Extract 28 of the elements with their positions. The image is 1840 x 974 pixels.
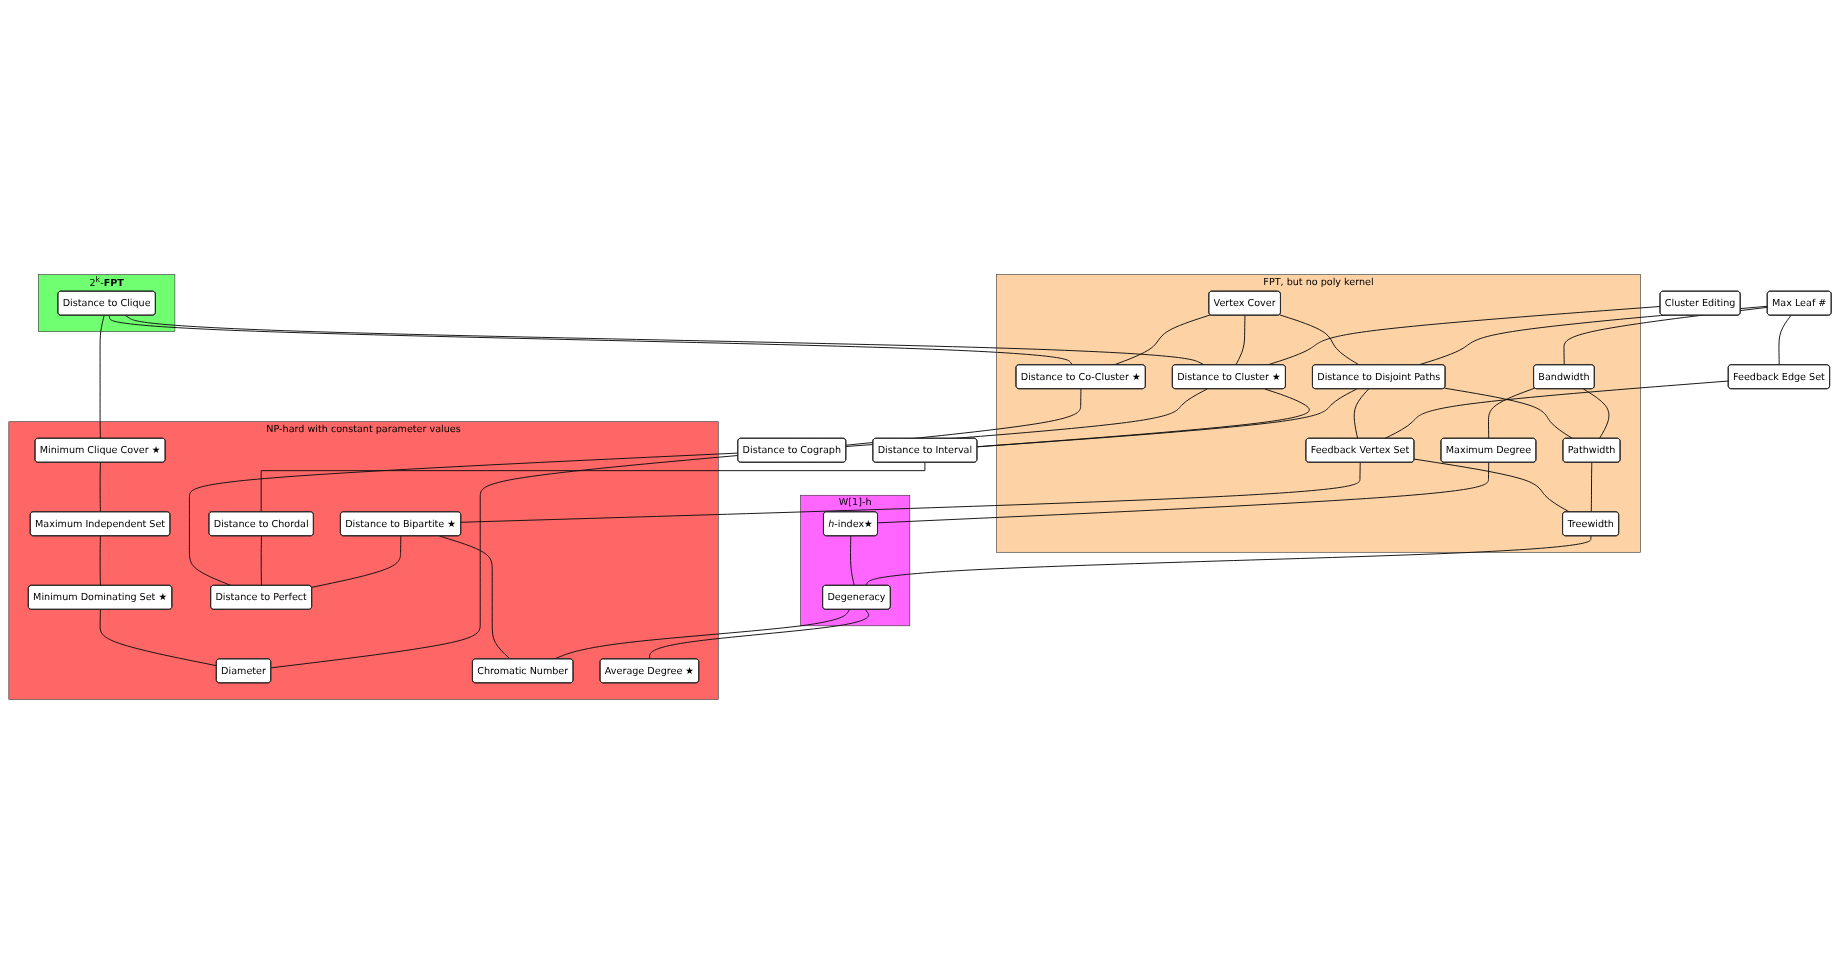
connector <box>1413 458 1571 513</box>
connector <box>1279 314 1360 366</box>
connector <box>1235 315 1246 366</box>
connector <box>99 462 101 513</box>
connector <box>460 462 1361 523</box>
connector <box>99 535 101 587</box>
connector <box>1444 387 1574 439</box>
connector <box>270 455 739 669</box>
connector <box>99 315 105 439</box>
connector <box>877 462 1490 524</box>
connector <box>188 452 739 587</box>
connector <box>99 609 218 667</box>
connector <box>1488 387 1536 439</box>
connector <box>553 609 850 660</box>
connector <box>1582 388 1610 439</box>
connector <box>1113 314 1211 366</box>
connector <box>260 461 926 513</box>
connector <box>865 535 1592 587</box>
connector <box>850 535 855 587</box>
connector <box>1266 306 1661 366</box>
connector <box>1384 380 1729 439</box>
connector <box>260 535 262 587</box>
connector <box>1590 462 1593 513</box>
connector <box>649 609 870 660</box>
connector <box>311 535 402 588</box>
connector <box>438 535 511 660</box>
connector <box>1778 315 1792 366</box>
connector <box>1353 388 1370 439</box>
